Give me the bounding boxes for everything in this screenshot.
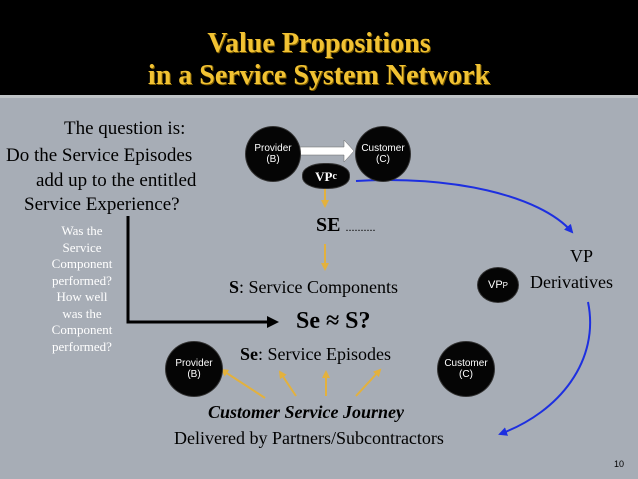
title-bar: Value Propositions in a Service System N… [0,0,638,98]
journey-arrow [278,370,297,397]
provider-node-top: Provider (B) [246,127,300,181]
customer-node-bottom: Customer (C) [438,342,494,396]
customer-label: Customer [361,143,405,154]
service-components-label: S: Service Components [229,277,398,298]
side-question-line: How well [56,289,108,304]
provider-label: Provider [175,358,213,369]
s-abbrev: S [229,277,240,297]
vp-derivatives-line-1: VP [570,246,594,266]
delivered-label: Delivered by Partners/Subcontractors [174,428,444,448]
customer-node-top: Customer (C) [356,127,410,181]
side-question-line: Was the [61,223,103,238]
side-question-line: performed? [52,338,112,354]
question-line-1: The question is: [64,118,186,139]
side-question: Was the Service Component performed? How… [40,223,124,355]
se-abbrev: SE [316,214,341,236]
vpc-label: VP [315,168,333,184]
provider-to-customer-arrow [299,139,355,163]
derivatives-to-delivery-arrow [498,301,592,436]
side-question-line: performed? [52,272,112,288]
service-components-text: : Service Components [239,277,398,297]
vpp-label: VP [487,278,503,291]
vpc-subscript: c [332,170,337,182]
service-episodes-text: : Service Episodes [258,344,391,364]
title-divider [0,95,638,98]
provider-node-bottom: Provider (B) [166,342,222,396]
side-question-line: Component [51,322,113,337]
se-abbrev: Se [240,344,258,364]
journey-label: Customer Service Journey [208,402,404,422]
question-line-4: Service Experience? [24,194,180,215]
side-question-line: Service [62,239,102,255]
side-question-line: was the [62,305,102,321]
side-question-line: Component [51,256,113,271]
se-dots: .......... [345,220,376,234]
title-line-1: Value Propositions [207,28,431,59]
customer-label: Customer [444,358,488,369]
page-number: 10 [614,459,625,469]
service-episodes-label: Se: Service Episodes [240,344,391,365]
vpp-subscript: P [502,280,509,290]
diagram-area [0,98,638,479]
journey-arrow [355,368,382,397]
customer-code: (C) [376,154,390,165]
provider-label: Provider [254,143,292,154]
provider-code: (B) [266,154,280,165]
question-line-3: add up to the entitled [36,170,197,191]
provider-code: (B) [187,369,201,380]
title-line-2: in a Service System Network [147,60,491,91]
journey-to-provider-arrow [220,368,266,399]
se-approx-s-label: Se ≈ S? [296,308,371,334]
question-line-2: Do the Service Episodes [6,145,193,166]
question-elbow-arrow [126,216,279,328]
se-label: SE .......... [316,214,375,237]
vp-derivatives-line-2: Derivatives [530,272,613,292]
customer-code: (C) [459,369,473,380]
vpc-to-derivatives-arrow [355,178,574,234]
